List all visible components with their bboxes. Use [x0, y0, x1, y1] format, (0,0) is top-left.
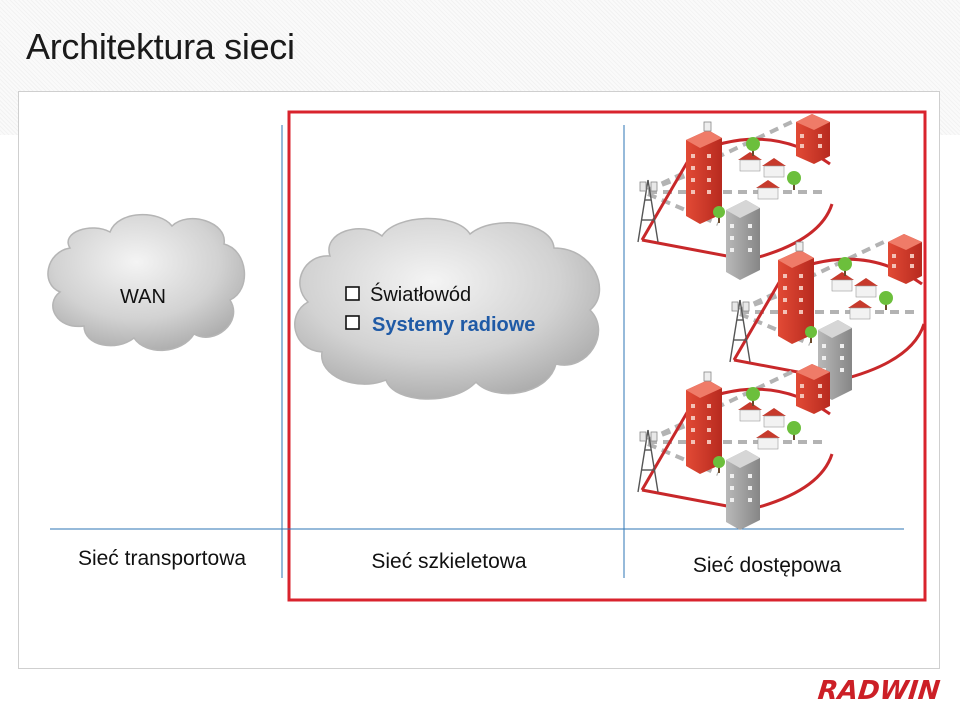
checkbox-icon	[345, 315, 360, 330]
fiber-item: Światłowód	[345, 282, 471, 306]
fiber-label: Światłowód	[370, 282, 471, 306]
transport-network-label: Sieć transportowa	[78, 547, 246, 570]
wan-cloud: WAN	[47, 214, 246, 351]
checkbox-icon	[345, 286, 360, 301]
access-cluster-bottom	[636, 362, 834, 532]
core-network-label: Sieć szkieletowa	[371, 550, 527, 573]
radwin-logo: RADWIN	[816, 676, 942, 706]
radio-systems-label: Systemy radiowe	[372, 314, 535, 336]
radio-item: Systemy radiowe	[345, 314, 535, 336]
wan-label: WAN	[120, 286, 166, 308]
highlight-box	[287, 110, 927, 602]
core-cloud: Światłowód Systemy radiowe	[294, 217, 601, 400]
slide-title: Architektura sieci	[26, 26, 295, 67]
access-network-label: Sieć dostępowa	[693, 554, 842, 577]
